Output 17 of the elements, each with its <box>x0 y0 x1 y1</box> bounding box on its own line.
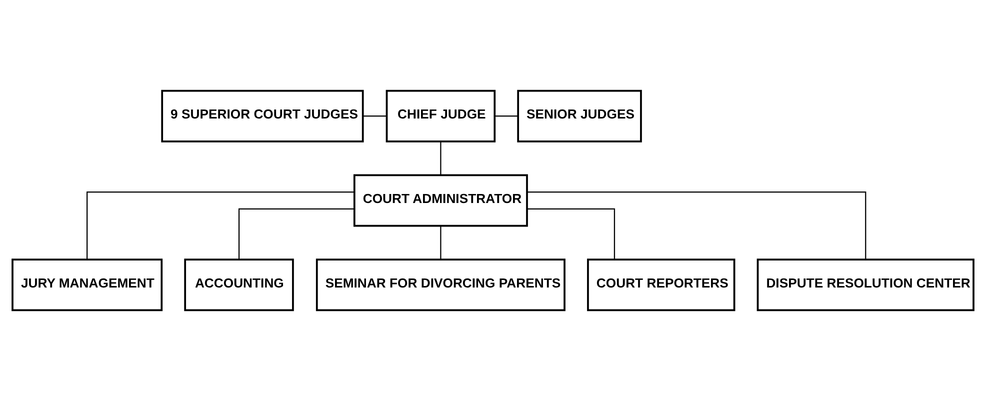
node-box: SENIOR JUDGES <box>517 89 642 142</box>
node-box: COURT ADMINISTRATOR <box>353 174 528 226</box>
node-box: JURY MANAGEMENT <box>12 258 163 311</box>
node-box: DISPUTE RESOLUTION CENTER <box>756 258 974 311</box>
connector <box>440 225 442 259</box>
node-box: CHIEF JUDGE <box>386 89 496 142</box>
connector <box>494 115 518 116</box>
connector <box>527 191 866 260</box>
connector <box>238 208 354 259</box>
node-box: SEMINAR FOR DIVORCING PARENTS <box>316 258 566 311</box>
node-box: COURT REPORTERS <box>587 258 736 311</box>
connector <box>440 140 442 174</box>
connector <box>86 191 354 260</box>
node-box: ACCOUNTING <box>184 258 294 311</box>
node-box: 9 SUPERIOR COURT JUDGES <box>161 89 364 142</box>
connector <box>363 115 387 116</box>
connector <box>527 208 616 259</box>
